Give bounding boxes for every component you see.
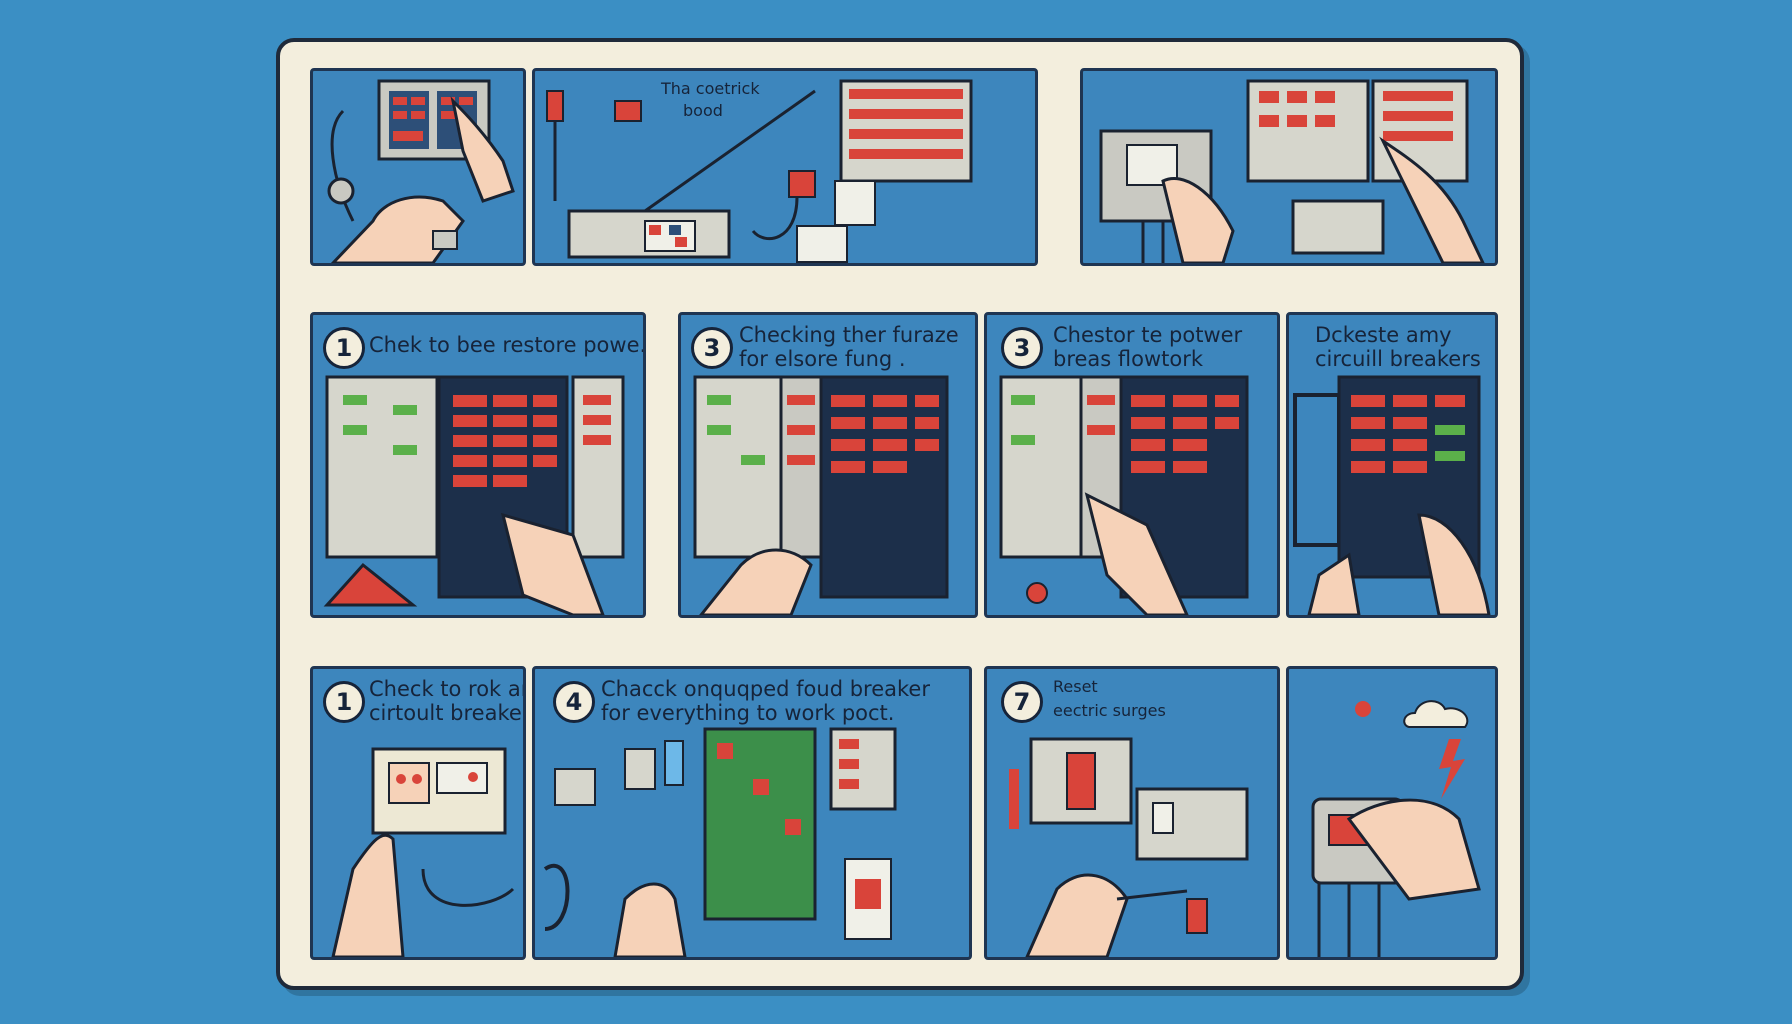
step-3b-caption-1: Chestor te potwer bbox=[1053, 323, 1243, 347]
panel-step-3a-illustration bbox=[693, 375, 949, 615]
step-3a-number-badge: 3 bbox=[691, 327, 733, 369]
instruction-board: Tha coetrick bood bbox=[276, 38, 1524, 990]
panel-step-3b-illustration bbox=[999, 375, 1249, 615]
step-b2-caption-1: Chacck onquqped foud breaker bbox=[601, 677, 930, 701]
panel-top-1-illustration bbox=[327, 79, 515, 263]
step-3b-caption-2: breas flowtork bbox=[1053, 347, 1204, 371]
step-3a-caption-1: Checking ther furaze bbox=[739, 323, 959, 347]
panel-step-1: 1 Chek to bee restore powe. bbox=[310, 312, 646, 618]
panel-step-4: Dckeste amy circuill breakers bbox=[1286, 312, 1498, 618]
panel-top-2-caption-1: Tha coetrick bbox=[661, 79, 760, 98]
step-b1-caption-1: Check to rok and bbox=[369, 677, 523, 701]
step-3a-caption-2: for elsore fung . bbox=[739, 347, 906, 371]
panel-bottom-4 bbox=[1286, 666, 1498, 960]
step-b1-caption-2: cirtoult breaker bbox=[369, 701, 526, 725]
panel-bottom-1-illustration bbox=[331, 747, 515, 957]
panel-top-2-caption-2: bood bbox=[683, 101, 723, 120]
panel-top-2: Tha coetrick bood bbox=[532, 68, 1038, 266]
panel-top-1 bbox=[310, 68, 526, 266]
step-b1-number-badge: 1 bbox=[323, 681, 365, 723]
step-1-caption: Chek to bee restore powe. bbox=[369, 333, 646, 357]
panel-bottom-1: 1 Check to rok and cirtoult breaker bbox=[310, 666, 526, 960]
step-1-number-badge: 1 bbox=[323, 327, 365, 369]
step-4-caption-1: Dckeste amy bbox=[1315, 323, 1452, 347]
panel-step-1-illustration bbox=[323, 375, 625, 615]
panel-top-2-illustration bbox=[546, 79, 973, 263]
panel-top-3-illustration bbox=[1099, 79, 1485, 263]
step-3b-number-badge: 3 bbox=[1001, 327, 1043, 369]
panel-step-3b: 3 Chestor te potwer breas flowtork bbox=[984, 312, 1280, 618]
panel-bottom-2: 4 Chacck onquqped foud breaker for every… bbox=[532, 666, 972, 960]
panel-step-4-illustration bbox=[1293, 375, 1491, 615]
step-b3-caption-1: Reset bbox=[1053, 677, 1098, 696]
step-4-caption-2: circuill breakers bbox=[1315, 347, 1481, 371]
step-b2-number-badge: 4 bbox=[553, 681, 595, 723]
panel-step-3a: 3 Checking ther furaze for elsore fung . bbox=[678, 312, 978, 618]
panel-bottom-2-illustration bbox=[543, 727, 897, 957]
panel-bottom-4-illustration bbox=[1311, 700, 1481, 957]
panel-bottom-3-illustration bbox=[1009, 737, 1249, 957]
step-b3-caption-2: eectric surges bbox=[1053, 701, 1166, 720]
panel-bottom-3: 7 Reset eectric surges bbox=[984, 666, 1280, 960]
step-b3-number-badge: 7 bbox=[1001, 681, 1043, 723]
step-b2-caption-2: for everything to work poct. bbox=[601, 701, 895, 725]
panel-top-3 bbox=[1080, 68, 1498, 266]
